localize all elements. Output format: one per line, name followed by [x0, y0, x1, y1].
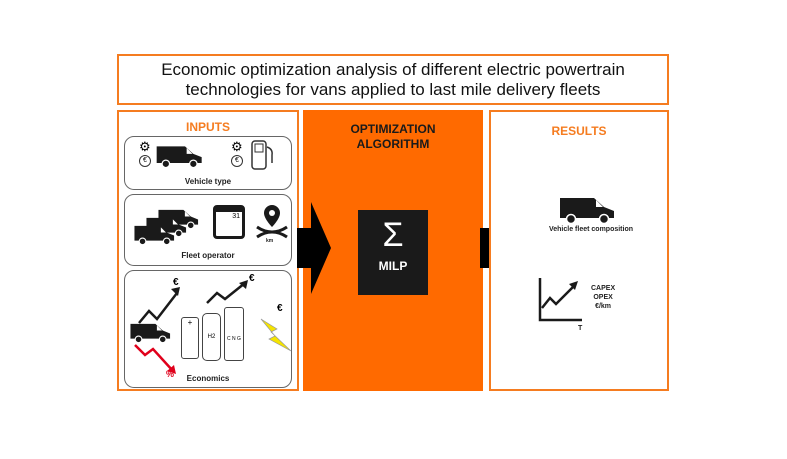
milp-label: MILP	[378, 259, 408, 273]
hydrogen-tank-icon: H2	[202, 313, 221, 361]
milp-box: Σ MILP	[358, 210, 428, 295]
euro-coin-icon: €	[231, 155, 243, 167]
map-unit: km	[266, 238, 274, 244]
line-chart-icon	[538, 278, 582, 322]
arrow-inputs-to-optimization	[297, 202, 331, 294]
euro-symbol: €	[277, 303, 283, 314]
van-icon	[555, 194, 621, 224]
percent-symbol: %	[166, 369, 175, 379]
diagram-title: Economic optimization analysis of differ…	[161, 59, 625, 99]
optimization-heading-line1: OPTIMIZATION	[350, 122, 436, 136]
van-icon	[129, 321, 173, 343]
results-section: RESULTS Vehicle fleet composition T CAPE…	[489, 110, 669, 391]
cost-per-km-label: €/km	[595, 303, 612, 310]
euro-symbol: €	[249, 273, 255, 284]
fleet-operator-label: Fleet operator	[181, 251, 235, 260]
fuel-pump-icon	[251, 140, 273, 170]
economics-label: Economics	[186, 374, 230, 383]
optimization-heading-line2: ALGORITHM	[356, 137, 430, 151]
gear-icon: ⚙	[139, 139, 151, 154]
inputs-heading: INPUTS	[185, 120, 230, 134]
inputs-section: INPUTS ⚙ € ⚙ € Vehicle type 31 km Fleet …	[117, 110, 299, 391]
vehicle-fleet-composition-label: Vehicle fleet composition	[548, 226, 634, 233]
sigma-icon: Σ	[382, 216, 404, 254]
chart-axis-t: T	[578, 325, 583, 332]
euro-symbol: €	[173, 277, 179, 288]
gear-icon: ⚙	[231, 139, 243, 154]
van-fleet-icon	[133, 209, 199, 245]
results-heading: RESULTS	[551, 124, 607, 138]
results-metrics: CAPEX OPEX €/km	[591, 284, 615, 311]
cng-pump-icon: C N G	[224, 307, 244, 361]
map-pin-icon	[256, 205, 288, 239]
falling-trend-arrow-icon	[134, 344, 176, 374]
opex-label: OPEX	[593, 294, 613, 301]
title-box: Economic optimization analysis of differ…	[117, 54, 669, 105]
battery-icon: +	[181, 317, 199, 359]
fleet-operator-panel: 31 km Fleet operator	[124, 194, 292, 266]
optimization-section: OPTIMIZATION ALGORITHM Σ MILP	[303, 110, 483, 391]
euro-coin-icon: €	[139, 155, 151, 167]
rising-trend-arrow-icon	[138, 287, 180, 324]
lightning-bolt-icon	[260, 318, 292, 352]
vehicle-type-panel: ⚙ € ⚙ € Vehicle type	[124, 136, 292, 190]
van-icon	[155, 143, 205, 168]
economics-panel: € % € + H2 C N G € Economics	[124, 270, 292, 388]
rising-trend-arrow-icon	[206, 280, 248, 304]
vehicle-type-label: Vehicle type	[184, 177, 232, 186]
capex-label: CAPEX	[591, 285, 616, 292]
calendar-day: 31	[232, 213, 240, 220]
calendar-icon: 31	[213, 205, 245, 239]
